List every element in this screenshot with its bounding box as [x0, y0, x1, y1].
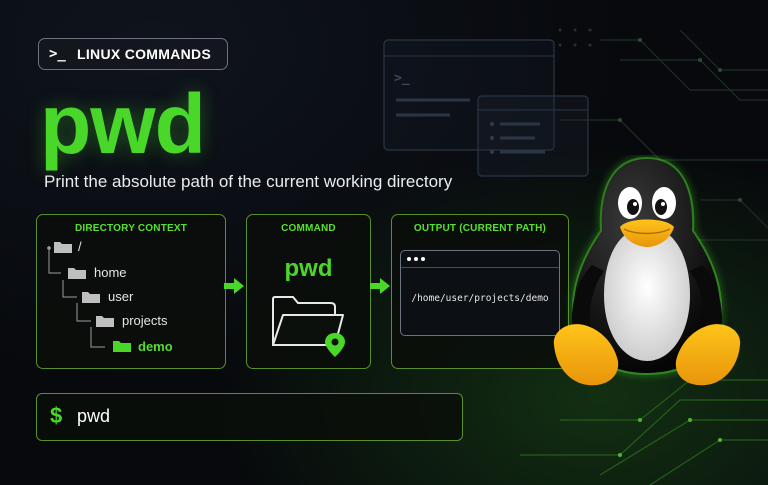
terminal-prompt-icon: >_: [49, 46, 66, 62]
svg-text:>_: >_: [394, 71, 410, 86]
command-panel: COMMAND pwd: [246, 214, 371, 369]
terminal-window: /home/user/projects/demo: [400, 250, 560, 336]
arrow-right-icon: [370, 278, 390, 294]
command-prompt-bar: $ pwd: [36, 393, 463, 441]
directory-context-panel: DIRECTORY CONTEXT / home user projects d…: [36, 214, 226, 369]
open-folder-icon: [272, 296, 345, 357]
folder-icon: [113, 341, 131, 352]
prompt-symbol: $: [50, 403, 63, 428]
prompt-command: pwd: [77, 406, 111, 426]
command-word: pwd: [284, 255, 333, 282]
page-subtitle: Print the absolute path of the current w…: [44, 172, 453, 191]
folder-icon: [68, 268, 86, 279]
location-pin-icon: [325, 333, 345, 357]
tux-penguin-mascot: [553, 156, 741, 386]
arrow-right-icon: [224, 278, 244, 294]
tree-item-user: user: [108, 289, 134, 304]
tree-item-root: /: [78, 239, 82, 254]
folder-icon: [54, 242, 72, 253]
page-title: pwd: [40, 77, 206, 171]
tree-item-demo: demo: [138, 339, 173, 354]
current-path-output: /home/user/projects/demo: [411, 293, 549, 304]
tree-item-home: home: [94, 265, 127, 280]
terminal-title-bar: [401, 251, 559, 268]
category-label: LINUX COMMANDS: [77, 46, 212, 62]
folder-icon: [96, 316, 114, 327]
folder-icon: [82, 292, 100, 303]
directory-context-title: DIRECTORY CONTEXT: [74, 223, 188, 234]
tree-item-projects: projects: [122, 313, 168, 328]
category-badge: >_ LINUX COMMANDS: [38, 38, 228, 70]
command-panel-title: COMMAND: [281, 223, 336, 234]
output-panel-title: OUTPUT (CURRENT PATH): [413, 223, 547, 234]
tree-lines: [47, 246, 105, 348]
